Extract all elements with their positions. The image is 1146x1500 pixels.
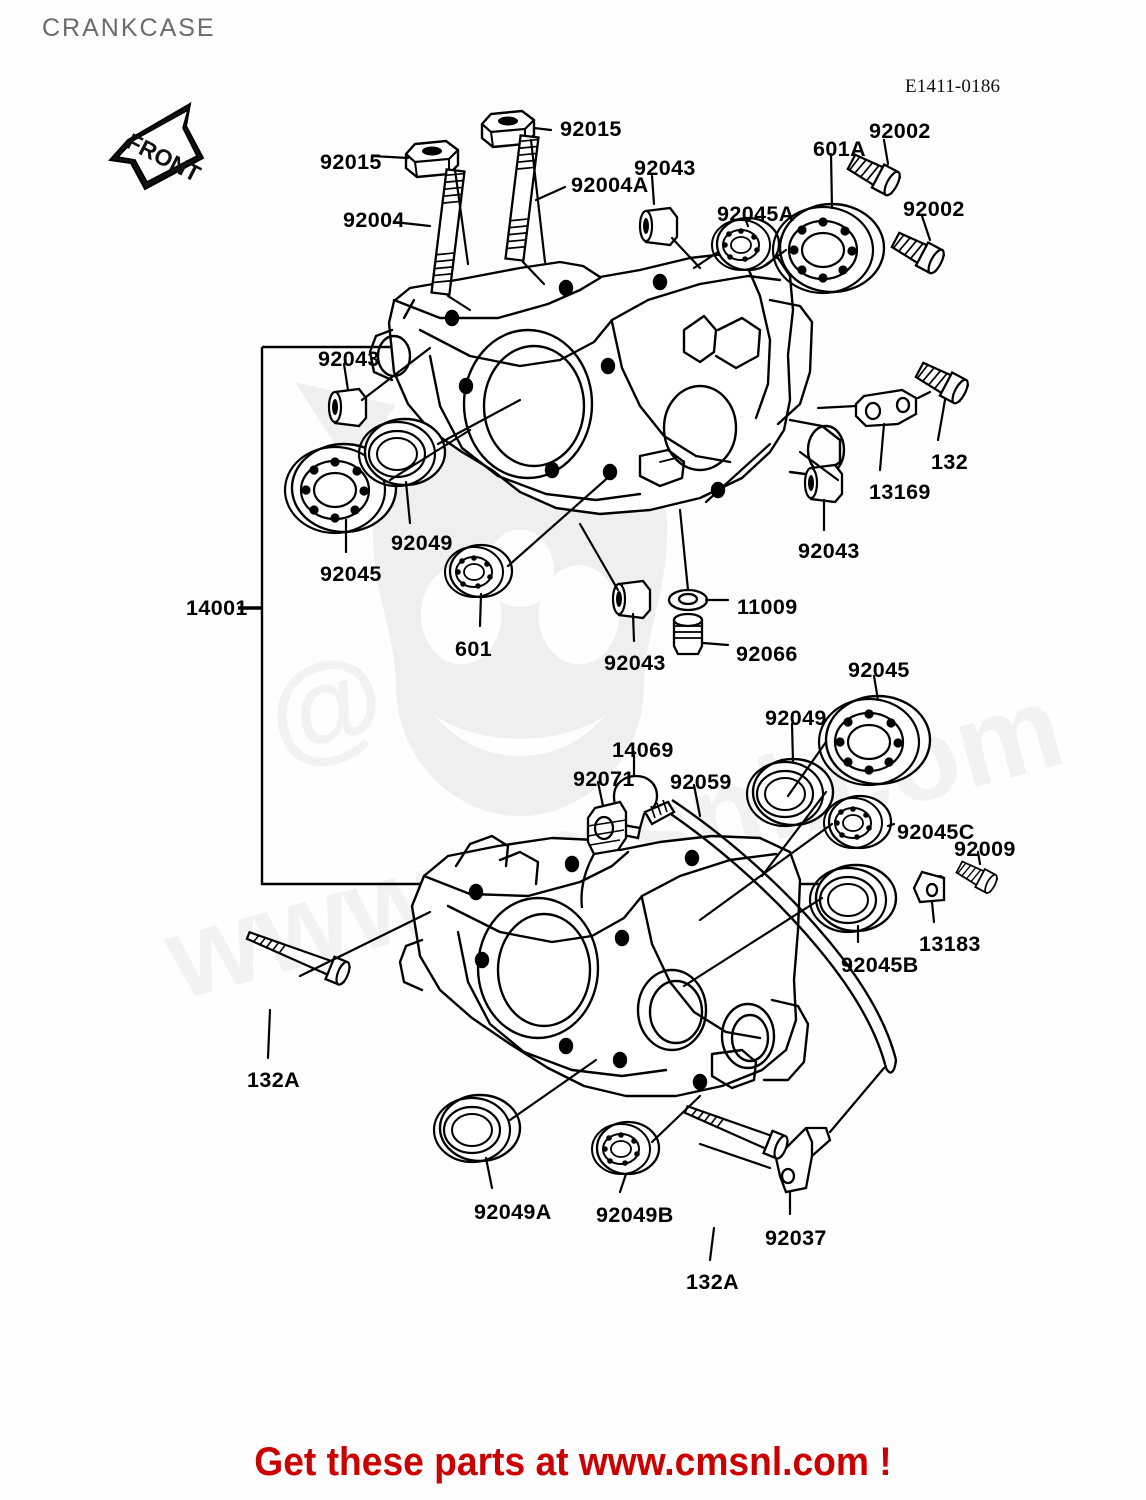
callout-label: 92043: [798, 539, 860, 563]
dowel-92043-center: [611, 579, 652, 620]
front-arrow-marker: FRONT: [108, 102, 205, 191]
callout-label: 92049: [765, 706, 827, 730]
stud-92004: [430, 168, 466, 296]
plate-13169: [854, 388, 918, 428]
page-title: CRANKCASE: [42, 14, 216, 42]
callout-label: 92004A: [571, 173, 649, 197]
leader-lines: [266, 126, 982, 1262]
reference-code: E1411-0186: [905, 76, 1001, 97]
callout-label: 92043: [604, 651, 666, 675]
breather-tube-part: [661, 799, 898, 1074]
callout-label: 132A: [686, 1270, 739, 1294]
bearing-92045C: [822, 794, 893, 850]
upper-crankcase-half: [368, 250, 846, 516]
dowel-92043-left: [327, 387, 368, 428]
callout-label: 92045: [848, 658, 910, 682]
lower-crankcase-half: [398, 834, 810, 1098]
callout-label: 92043: [318, 347, 380, 371]
callout-label: 92009: [954, 837, 1016, 861]
bolt-132A-right: [680, 1096, 792, 1162]
assembly-bracket-label: 14001: [186, 596, 248, 620]
callout-label: 92015: [560, 117, 622, 141]
callout-label: 13183: [919, 932, 981, 956]
callout-label: 92045C: [897, 820, 975, 844]
callout-label: 92015: [320, 150, 382, 174]
plug-92066: [672, 612, 704, 656]
callout-label: 92049A: [474, 1200, 552, 1224]
bearing-92045-right: [817, 694, 932, 787]
callout-label: 92043: [634, 156, 696, 180]
dowel-92043-top: [638, 206, 679, 247]
callout-label: 601: [455, 637, 493, 661]
bolt-132: [912, 357, 972, 407]
callout-label: 132: [931, 450, 969, 474]
callout-label: 14069: [612, 738, 674, 762]
callout-label: 92066: [736, 642, 798, 666]
callout-label: 92059: [670, 770, 732, 794]
bearing-601-left: [443, 543, 514, 599]
callout-label: 92045A: [717, 202, 795, 226]
callout-label: 92045B: [841, 953, 919, 977]
grommet-part: [580, 800, 628, 909]
gasket-11009: [667, 588, 709, 612]
callout-label: 92045: [320, 562, 382, 586]
callout-label: 92071: [573, 767, 635, 791]
oilseal-92049B: [590, 1120, 661, 1176]
callout-label: 92049B: [596, 1203, 674, 1227]
bolt-92002-lower: [888, 227, 948, 277]
callout-label: 92002: [869, 119, 931, 143]
callout-label: 92004: [343, 208, 405, 232]
callout-label: 13169: [869, 480, 931, 504]
callout-label: 92037: [765, 1226, 827, 1250]
callout-label: 11009: [737, 595, 798, 619]
bolt-132A-left: [242, 922, 354, 988]
screw-92009: [953, 857, 1001, 896]
callout-label: 92049: [391, 531, 453, 555]
clamp-92037: [774, 1126, 832, 1194]
oilseal-92049A: [432, 1093, 522, 1164]
footer-promo-text: Get these parts at www.cmsnl.com !: [254, 1440, 892, 1484]
callout-label: 92002: [903, 197, 965, 221]
callout-label: 132A: [247, 1068, 300, 1092]
callout-label: 601A: [813, 137, 866, 161]
